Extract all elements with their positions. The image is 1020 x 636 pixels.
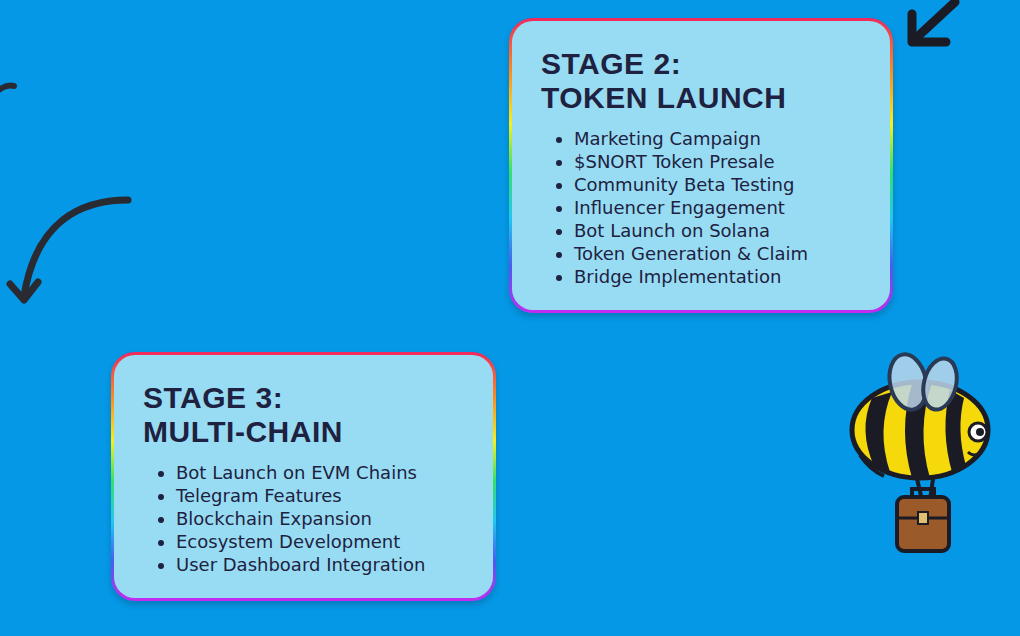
bullet-item: Community Beta Testing: [574, 173, 870, 196]
curved-arrow: [10, 200, 128, 300]
stage-box: STAGE 2: TOKEN LAUNCH Marketing Campaign$…: [509, 18, 893, 313]
bullet-item: Ecosystem Development: [176, 530, 473, 553]
bullet-item: Telegram Features: [176, 484, 473, 507]
bullet-item: User Dashboard Integration: [176, 553, 473, 576]
stage-heading: STAGE 3: MULTI-CHAIN: [143, 381, 367, 449]
bullet-list: Marketing Campaign$SNORT Token PresaleCo…: [541, 127, 870, 288]
bullet-item: Bot Launch on Solana: [574, 219, 870, 242]
bullet-item: Influencer Engagement: [574, 196, 870, 219]
edge-curve: [0, 86, 14, 92]
corner-arrow: [912, 2, 955, 42]
bullet-item: Bot Launch on EVM Chains: [176, 461, 473, 484]
bullet-item: Bridge Implementation: [574, 265, 870, 288]
bee-illustration: [852, 351, 988, 551]
bullet-list: Bot Launch on EVM ChainsTelegram Feature…: [143, 461, 473, 576]
bullet-item: $SNORT Token Presale: [574, 150, 870, 173]
stage-box: STAGE 3: MULTI-CHAIN Bot Launch on EVM Ch…: [111, 352, 496, 601]
bullet-item: Marketing Campaign: [574, 127, 870, 150]
bullet-item: Token Generation & Claim: [574, 242, 870, 265]
bullet-item: Blockchain Expansion: [176, 507, 473, 530]
stage-heading: STAGE 2: TOKEN LAUNCH: [541, 47, 794, 115]
